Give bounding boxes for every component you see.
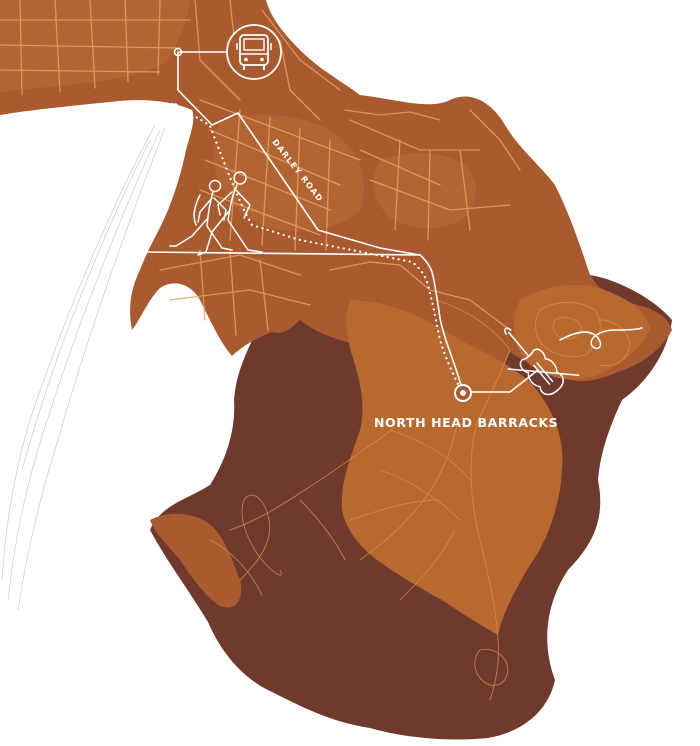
barracks-grounds (341, 300, 563, 635)
harbour-stop-marker (171, 103, 179, 111)
south-spur (150, 513, 242, 608)
circle-marker-icon (454, 384, 472, 402)
violin-icon (504, 327, 580, 396)
place-label-north-head-barracks: NORTH HEAD BARRACKS (374, 415, 558, 430)
walking-people-icon (169, 171, 263, 256)
coastline-traces (1, 124, 166, 611)
bus-icon (226, 24, 282, 80)
urban-blocks (0, 0, 476, 231)
street-network (0, 0, 631, 701)
music-flourish (559, 327, 643, 350)
